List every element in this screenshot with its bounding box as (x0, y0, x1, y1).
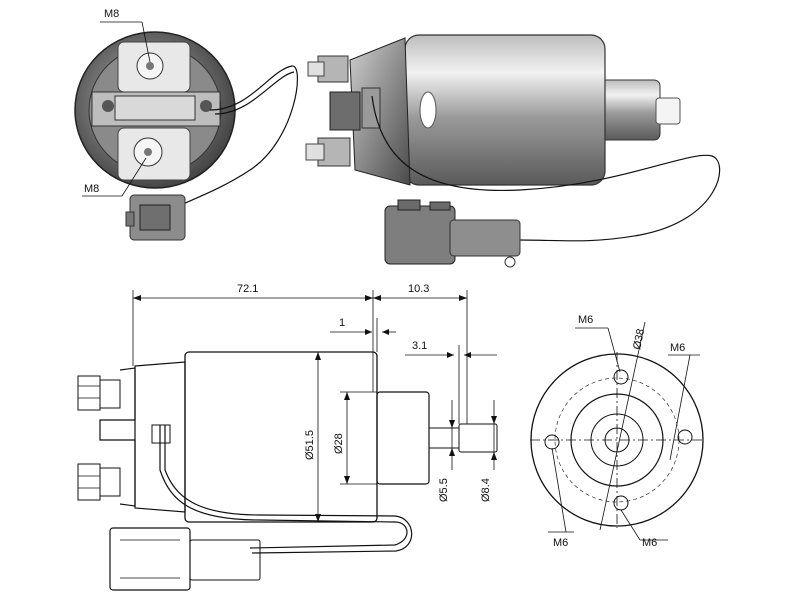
dim-10-3: 10.3 (373, 283, 468, 424)
callout-m6-top: M6 (575, 314, 621, 373)
photo-end-connector (125, 194, 186, 241)
svg-text:Ø28: Ø28 (333, 433, 345, 454)
svg-text:M8: M8 (104, 8, 119, 20)
drawing-side-view (77, 351, 498, 591)
dim-1: 1 (330, 317, 396, 352)
svg-text:M6: M6 (553, 537, 568, 549)
photo-side-connector (384, 199, 521, 268)
callout-m8-bottom: M8 (82, 157, 147, 197)
dim-72-1: 72.1 (132, 283, 374, 392)
svg-text:1: 1 (339, 317, 345, 329)
dim-dia-51-5: Ø51.5 (304, 352, 321, 522)
callout-dia-38: Ø38 (631, 328, 647, 351)
callout-m6-bottom: M6 (620, 509, 668, 549)
photo-side-wire (371, 95, 721, 242)
callout-m6-right: M6 (668, 342, 700, 461)
svg-text:72.1: 72.1 (237, 283, 258, 295)
callout-m8-top: M8 (100, 8, 151, 63)
dim-dia-28: Ø28 (333, 391, 377, 485)
svg-text:Ø38: Ø38 (631, 328, 647, 351)
svg-text:Ø5.5: Ø5.5 (438, 478, 450, 502)
svg-text:M8: M8 (84, 183, 99, 195)
svg-text:10.3: 10.3 (408, 283, 429, 295)
svg-text:M6: M6 (642, 537, 657, 549)
dim-3-1: 3.1 (405, 340, 497, 424)
callout-m6-left: M6 (548, 447, 574, 549)
photo-side-body (305, 34, 681, 186)
dim-dia-8-4: Ø8.4 (480, 400, 497, 502)
photo-end-wire (169, 65, 298, 211)
svg-text:3.1: 3.1 (412, 340, 427, 352)
svg-text:M6: M6 (670, 342, 685, 354)
dim-dia-5-5: Ø5.5 (438, 400, 455, 502)
svg-text:Ø8.4: Ø8.4 (480, 478, 492, 502)
photo-end-face (74, 31, 236, 189)
svg-text:Ø51.5: Ø51.5 (304, 430, 316, 460)
svg-text:M6: M6 (578, 314, 593, 326)
